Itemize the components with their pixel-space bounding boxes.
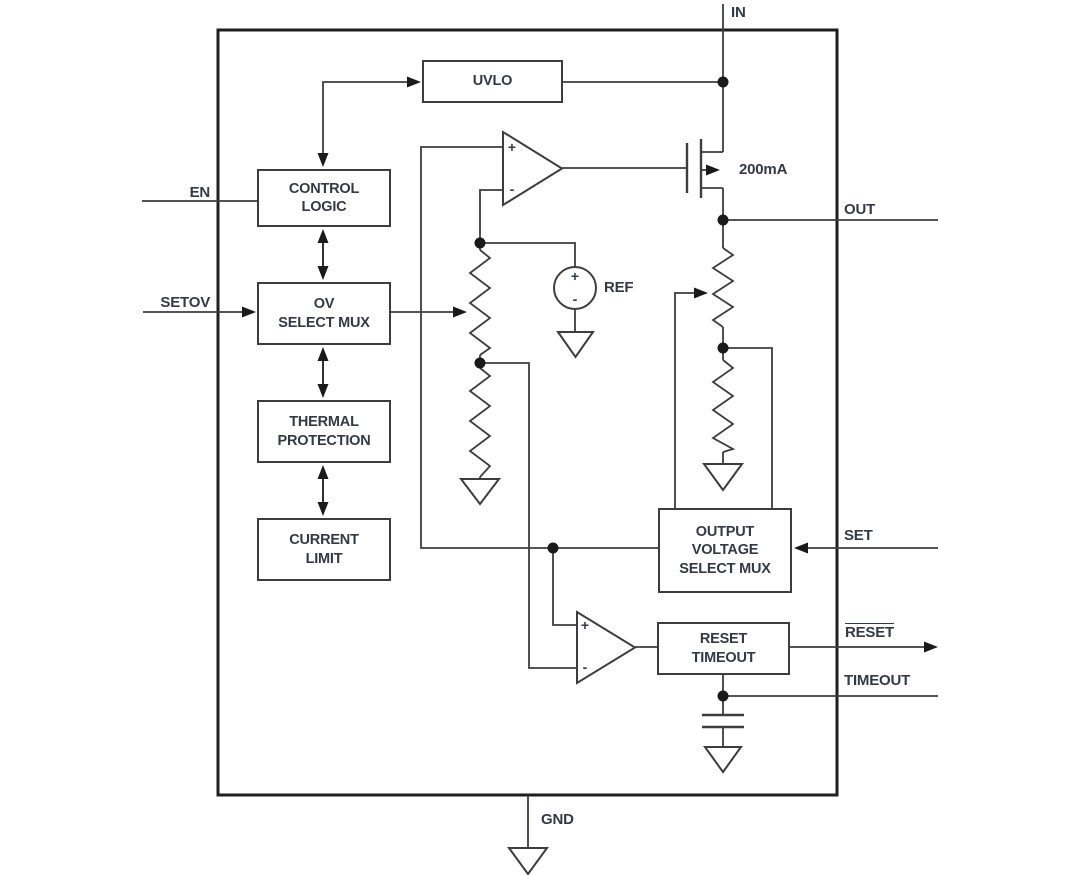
ground-gnd-pin bbox=[507, 847, 549, 875]
ground-right-divider bbox=[702, 463, 744, 492]
ground-left-divider bbox=[458, 478, 502, 506]
ground-capacitor bbox=[703, 746, 743, 774]
wire-ref-top bbox=[480, 242, 576, 267]
junction-timeout bbox=[717, 690, 729, 702]
pin-label-set: SET bbox=[844, 527, 873, 544]
pass-fet-current-label: 200mA bbox=[739, 161, 788, 178]
ref-label: REF bbox=[604, 279, 634, 296]
comparator-plus-sign: + bbox=[580, 617, 590, 633]
resistor-right-lower bbox=[711, 359, 736, 453]
error-amp-minus-sign: - bbox=[509, 181, 515, 197]
arrow-bidir-3-up bbox=[317, 465, 329, 479]
wire-uvlo-control bbox=[322, 81, 408, 153]
block-control-logic: CONTROL LOGIC bbox=[257, 169, 391, 227]
ground-ref bbox=[556, 331, 595, 359]
wire-feedback-minus bbox=[479, 189, 503, 243]
arrow-rtap bbox=[694, 287, 708, 299]
arrow-ovmux-tap bbox=[453, 306, 467, 318]
junction-out bbox=[717, 214, 729, 226]
arrow-mosfet-body bbox=[706, 164, 720, 176]
block-current-limit: CURRENT LIMIT bbox=[257, 518, 391, 581]
junction-rdiv bbox=[717, 342, 729, 354]
pin-label-timeout: TIMEOUT bbox=[844, 672, 911, 689]
ground-symbols bbox=[458, 331, 744, 875]
resistor-left-upper bbox=[468, 249, 492, 356]
block-reset-timeout: RESET TIMEOUT bbox=[657, 622, 790, 675]
comparator-minus-sign: - bbox=[582, 659, 588, 675]
arrow-into-uvlo bbox=[407, 76, 421, 88]
arrow-bidir-1-up bbox=[317, 229, 329, 243]
reset-comparator bbox=[576, 610, 637, 685]
block-ov-select-mux: OV SELECT MUX bbox=[257, 282, 391, 345]
wire-rtap-lower bbox=[723, 347, 773, 508]
ref-voltage-source bbox=[553, 266, 597, 310]
arrow-into-control-logic bbox=[317, 153, 329, 167]
junction-dots bbox=[474, 76, 729, 702]
arrow-reset-out bbox=[924, 641, 938, 653]
arrow-setov bbox=[242, 306, 256, 318]
wire-sense-plus bbox=[420, 146, 658, 549]
wire-comp-plus bbox=[552, 548, 577, 626]
amplifiers bbox=[502, 130, 637, 685]
pin-label-en: EN bbox=[189, 184, 211, 201]
junction-ldiv bbox=[474, 357, 486, 369]
ref-minus-sign: - bbox=[572, 291, 578, 307]
pin-label-gnd: GND bbox=[541, 811, 574, 828]
arrow-bidir-3-down bbox=[317, 502, 329, 516]
arrow-bidir-2-down bbox=[317, 384, 329, 398]
ref-plus-sign: + bbox=[570, 268, 580, 284]
pin-label-in: IN bbox=[731, 4, 746, 21]
pin-label-out: OUT bbox=[844, 201, 876, 218]
error-amplifier bbox=[502, 130, 564, 207]
resistor-left-lower bbox=[468, 367, 492, 478]
arrowheads bbox=[242, 76, 938, 653]
arrow-bidir-2-up bbox=[317, 347, 329, 361]
error-amp-plus-sign: + bbox=[507, 139, 517, 155]
wires bbox=[142, 4, 938, 848]
junction-feedback bbox=[474, 237, 486, 249]
junction-in-uvlo bbox=[717, 76, 729, 88]
block-uvlo: UVLO bbox=[422, 60, 563, 103]
block-thermal-protection: THERMAL PROTECTION bbox=[257, 400, 391, 463]
pin-label-setov: SETOV bbox=[160, 294, 210, 311]
arrow-bidir-1-down bbox=[317, 266, 329, 280]
wire-ldiv-to-comp bbox=[480, 362, 577, 669]
resistor-right-upper bbox=[711, 247, 735, 328]
junction-sense bbox=[547, 542, 559, 554]
pin-label-reset: RESET bbox=[845, 624, 895, 641]
wire-rtap-upper bbox=[674, 292, 694, 508]
block-output-voltage-select-mux: OUTPUT VOLTAGE SELECT MUX bbox=[658, 508, 792, 593]
arrow-set bbox=[794, 542, 808, 554]
